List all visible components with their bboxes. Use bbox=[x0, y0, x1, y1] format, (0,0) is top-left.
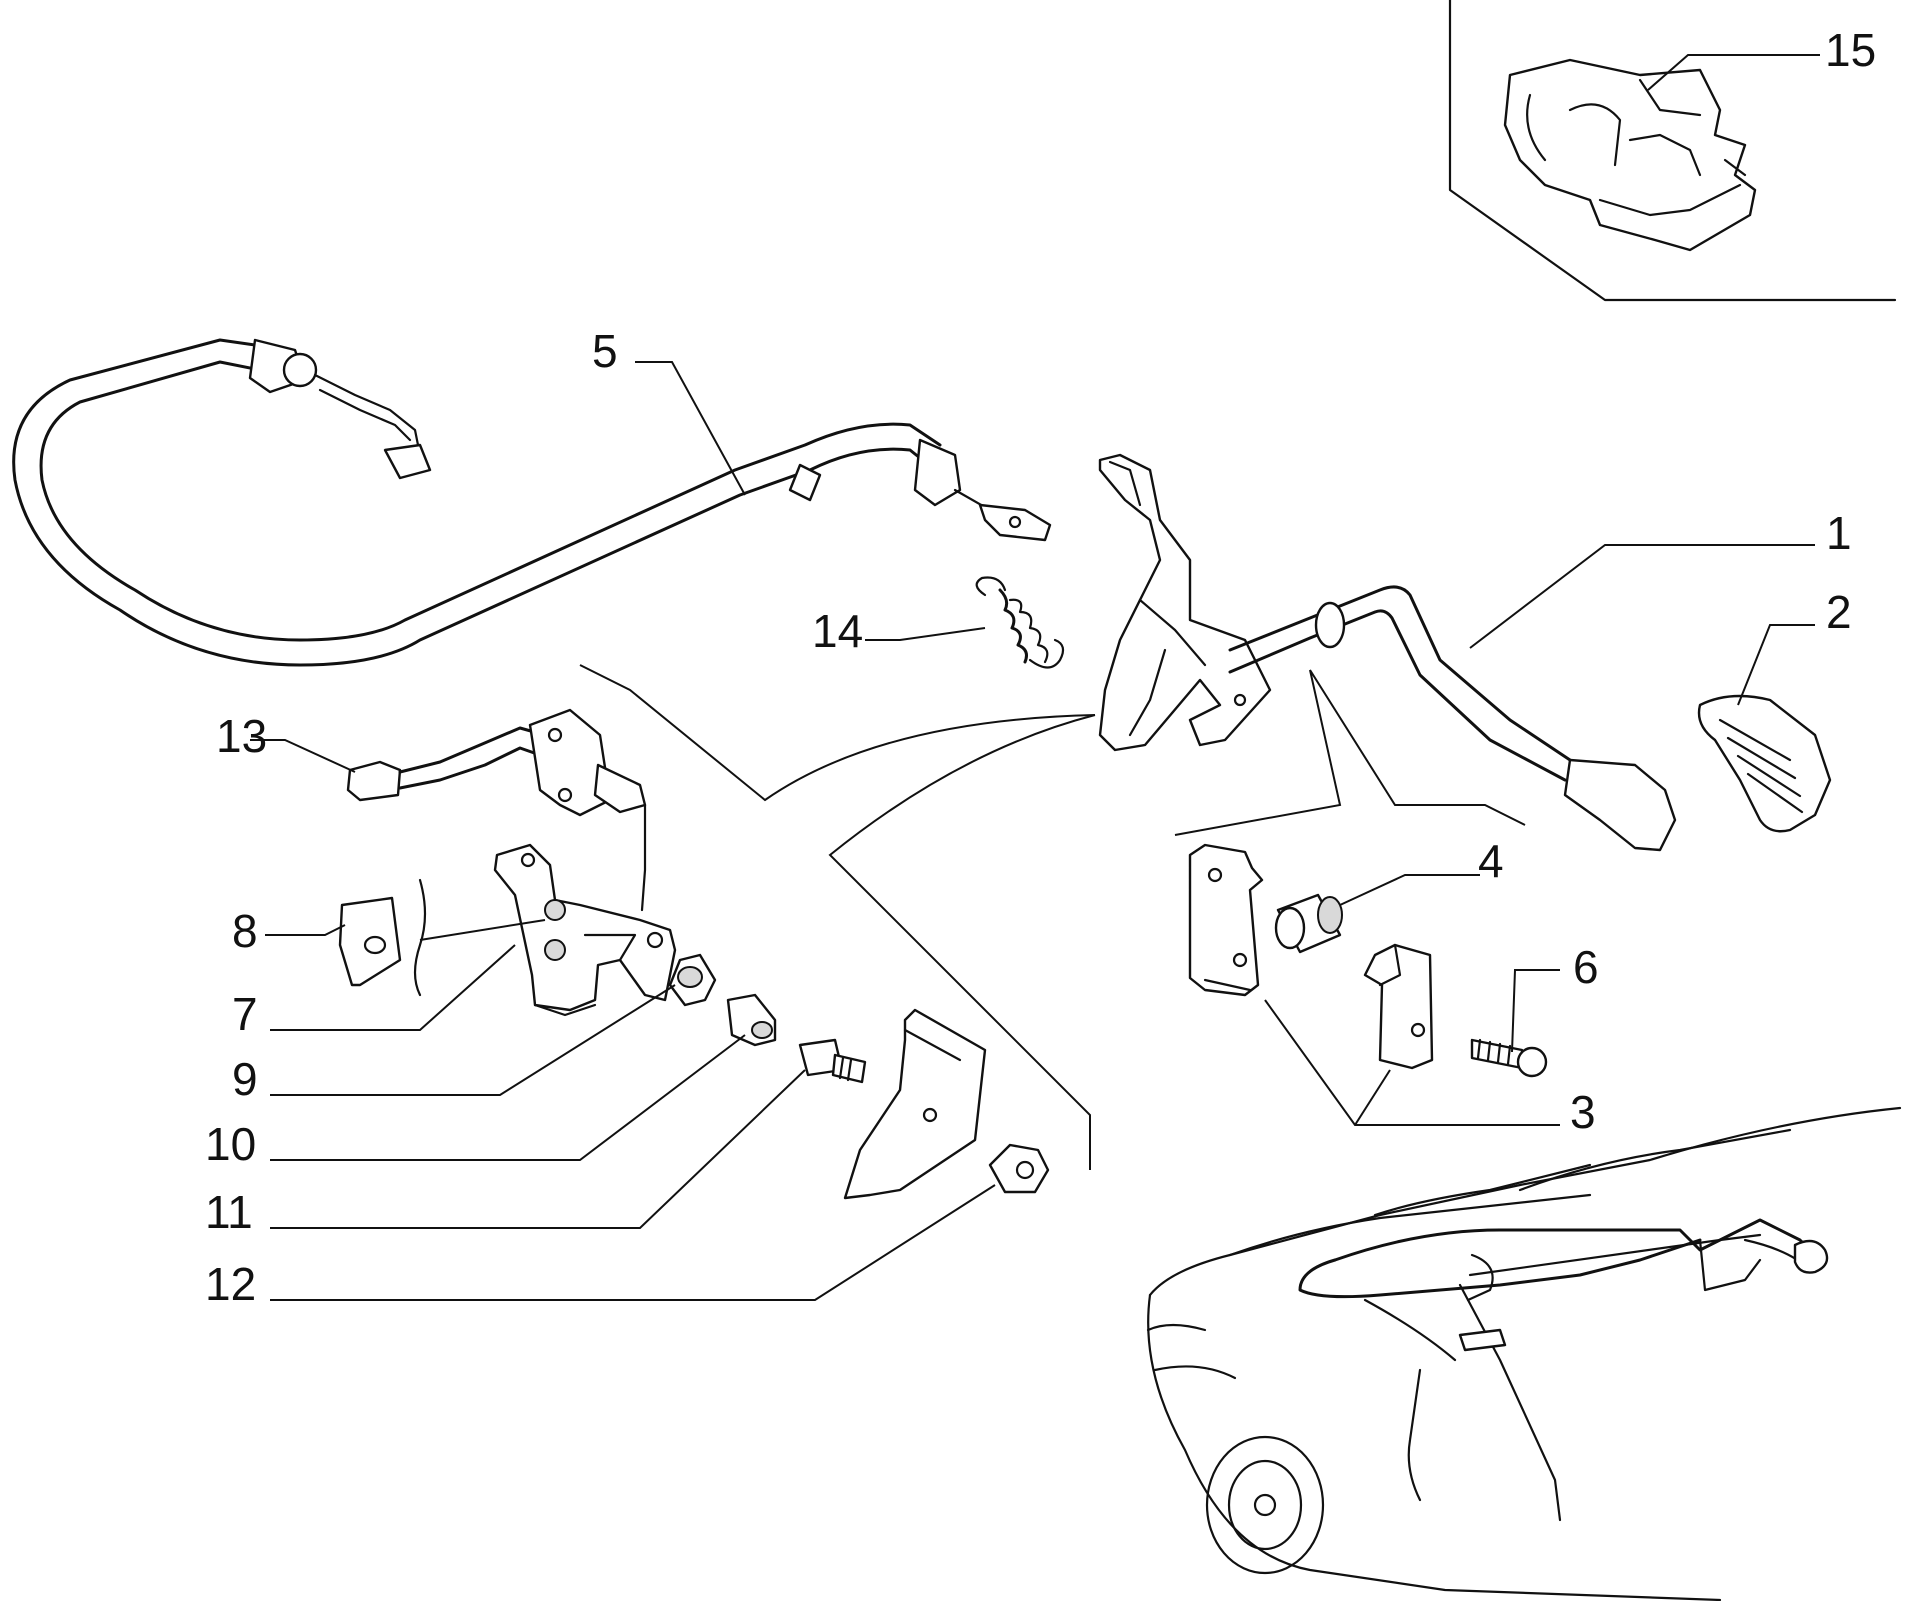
callout-7: 7 bbox=[232, 988, 258, 1040]
leader-14 bbox=[865, 627, 986, 641]
leader-12 bbox=[270, 1184, 996, 1301]
leader-15 bbox=[1647, 54, 1820, 91]
callout-8: 8 bbox=[232, 905, 258, 957]
part-12-nut bbox=[988, 1143, 1050, 1194]
part-10-spacer bbox=[726, 993, 777, 1047]
leader-11 bbox=[270, 1069, 806, 1229]
callout-2: 2 bbox=[1826, 586, 1852, 638]
callout-9: 9 bbox=[232, 1053, 258, 1105]
leader-7 bbox=[270, 944, 516, 1031]
leader-10 bbox=[270, 1034, 746, 1161]
part-2-pedal-pad bbox=[1697, 694, 1832, 833]
leader-1 bbox=[1469, 544, 1815, 649]
callout-5: 5 bbox=[592, 325, 618, 377]
part-11-screw bbox=[798, 1038, 867, 1084]
callout-15: 15 bbox=[1825, 24, 1876, 76]
leader-5 bbox=[635, 361, 746, 496]
part-3-bush-half-left bbox=[1188, 843, 1264, 997]
part-8-clip-nut bbox=[338, 878, 427, 997]
car-silhouette bbox=[1146, 1106, 1902, 1601]
leader-8 bbox=[265, 924, 346, 936]
callout-11: 11 bbox=[205, 1186, 253, 1238]
part-9-washer bbox=[668, 953, 717, 1007]
leader-3b bbox=[1354, 1069, 1391, 1126]
callout-10: 10 bbox=[205, 1118, 256, 1170]
floor-bracket bbox=[843, 1008, 987, 1200]
part-13-switch bbox=[346, 708, 647, 912]
part-7-bracket bbox=[493, 843, 677, 1017]
guide-lines bbox=[579, 664, 1526, 1170]
callout-14: 14 bbox=[812, 605, 863, 657]
callout-12: 12 bbox=[205, 1258, 256, 1310]
inset-frame bbox=[1448, 0, 1897, 302]
part-14-spring bbox=[975, 576, 1065, 669]
leader-2 bbox=[1737, 624, 1815, 706]
leader-8-bracket bbox=[419, 919, 546, 941]
part-4-roller bbox=[1274, 893, 1343, 954]
part-3-bush-half-right bbox=[1363, 943, 1434, 1070]
callout-4: 4 bbox=[1478, 835, 1504, 887]
callout-13: 13 bbox=[216, 710, 267, 762]
leader-6 bbox=[1511, 969, 1560, 1053]
leader-13 bbox=[250, 739, 356, 773]
callout-6: 6 bbox=[1573, 941, 1599, 993]
part-6-bolt bbox=[1470, 1038, 1548, 1078]
callout-1: 1 bbox=[1826, 507, 1852, 559]
leader-4 bbox=[1339, 874, 1480, 906]
part-1-pedal-lever bbox=[1098, 453, 1677, 852]
leader-9 bbox=[270, 984, 676, 1096]
callout-3: 3 bbox=[1570, 1086, 1596, 1138]
leader-lines bbox=[250, 54, 1820, 1301]
part-5-accelerator-cable bbox=[12, 338, 1052, 667]
part-15-cable-clip bbox=[1503, 58, 1757, 252]
